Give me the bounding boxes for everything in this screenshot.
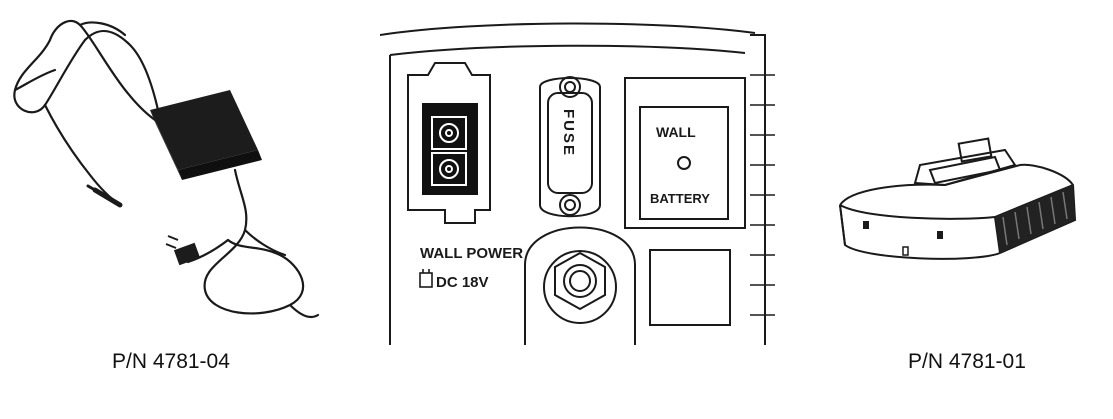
fuse-label: FUSE (560, 109, 577, 157)
battery-pack-illustration (839, 137, 1077, 260)
adapter-brick (150, 90, 262, 180)
power-adapter-illustration (13, 19, 320, 319)
dc-voltage-label: DC 18V (436, 274, 489, 291)
wall-power-label: WALL POWER (420, 245, 523, 262)
part-number-adapter: P/N 4781-04 (112, 350, 230, 373)
switch-battery-label: BATTERY (650, 191, 710, 206)
ac-plug (165, 235, 201, 266)
plug-icon (419, 269, 433, 288)
part-number-battery: P/N 4781-01 (908, 350, 1026, 373)
power-panel-illustration: WALL POWER DC 18V FUSE WALL BATTERY (380, 22, 775, 345)
switch-wall-label: WALL (656, 124, 696, 140)
